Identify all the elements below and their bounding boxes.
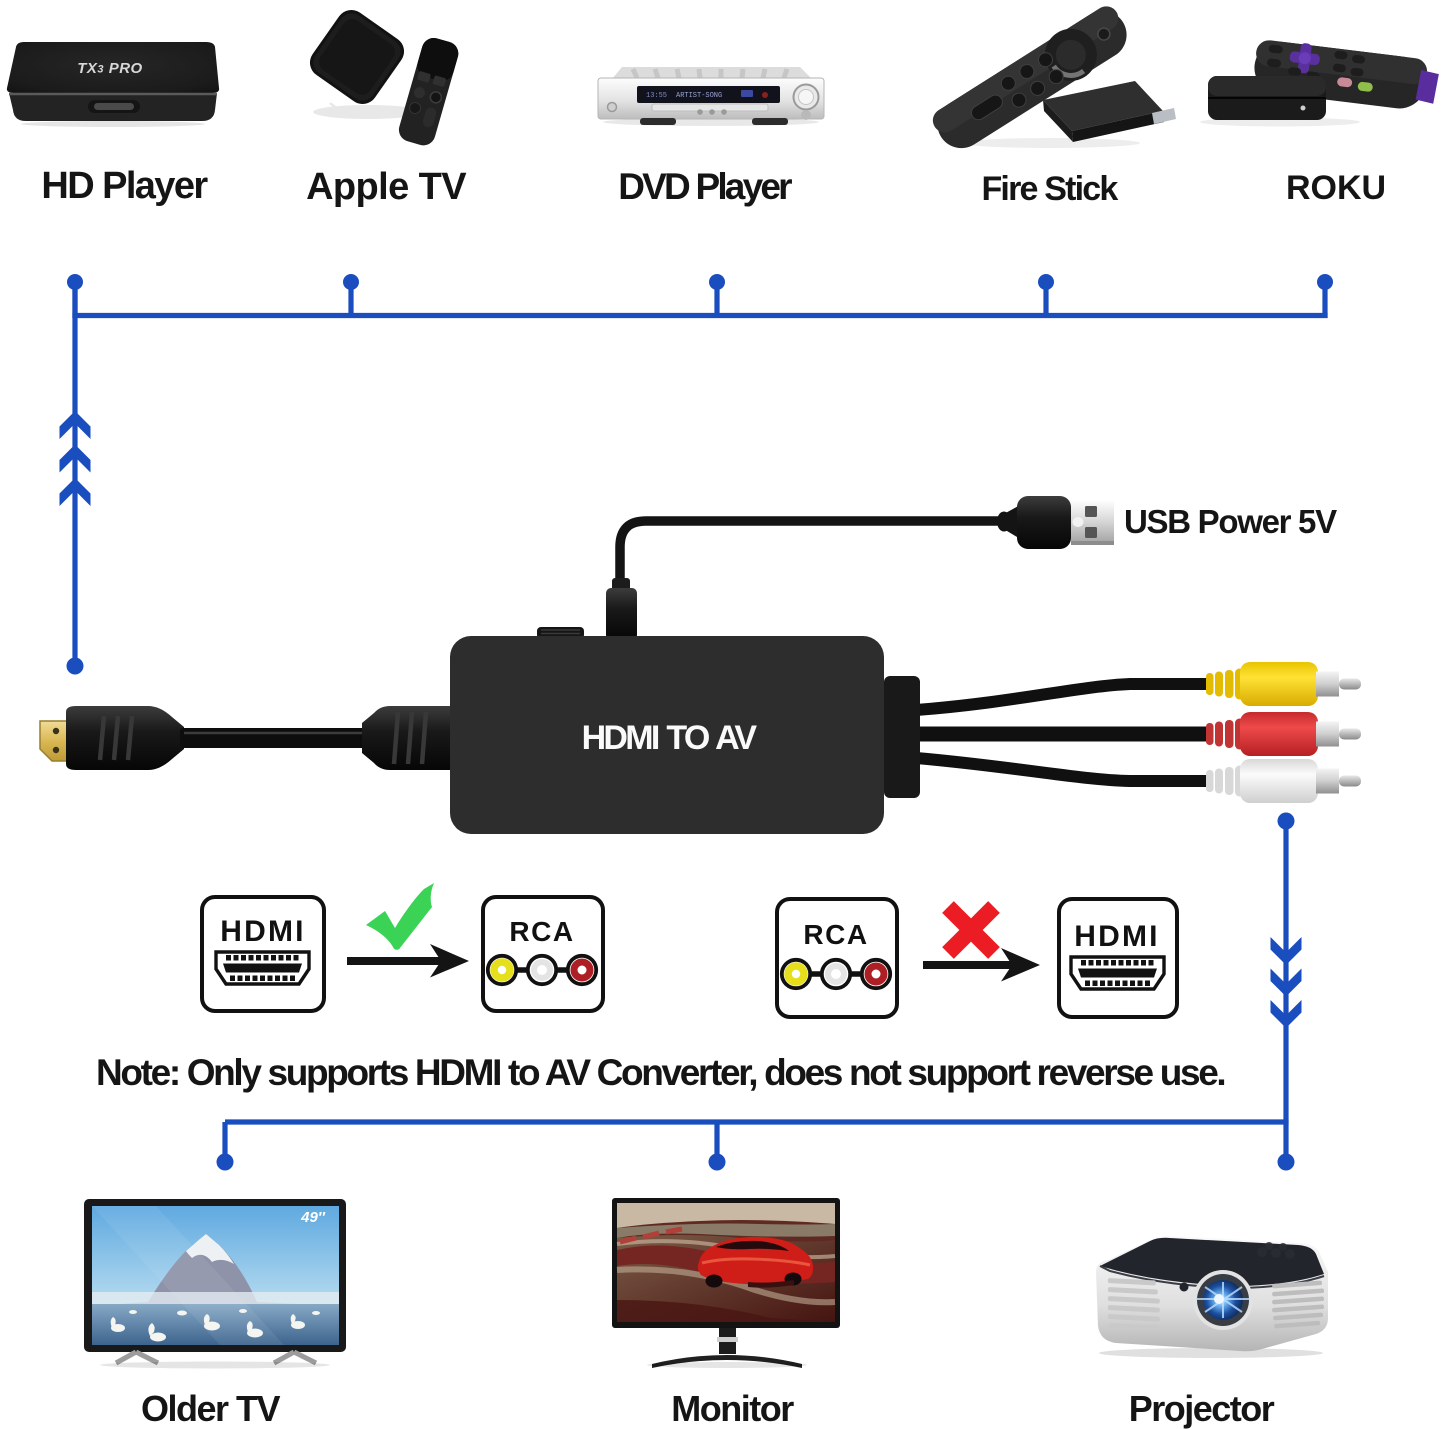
svg-text:RCA: RCA (509, 916, 574, 947)
svg-text:HDMI: HDMI (1074, 920, 1159, 953)
svg-text:ARTIST-SONG: ARTIST-SONG (676, 92, 722, 100)
svg-text:RCA: RCA (803, 919, 868, 950)
svg-text:13:55: 13:55 (646, 92, 667, 100)
svg-text:HDMI TO AV: HDMI TO AV (582, 719, 758, 757)
svg-text:49″: 49″ (300, 1209, 326, 1226)
svg-text:TX3 PRO: TX3 PRO (77, 60, 142, 77)
svg-text:HDMI: HDMI (220, 915, 305, 948)
